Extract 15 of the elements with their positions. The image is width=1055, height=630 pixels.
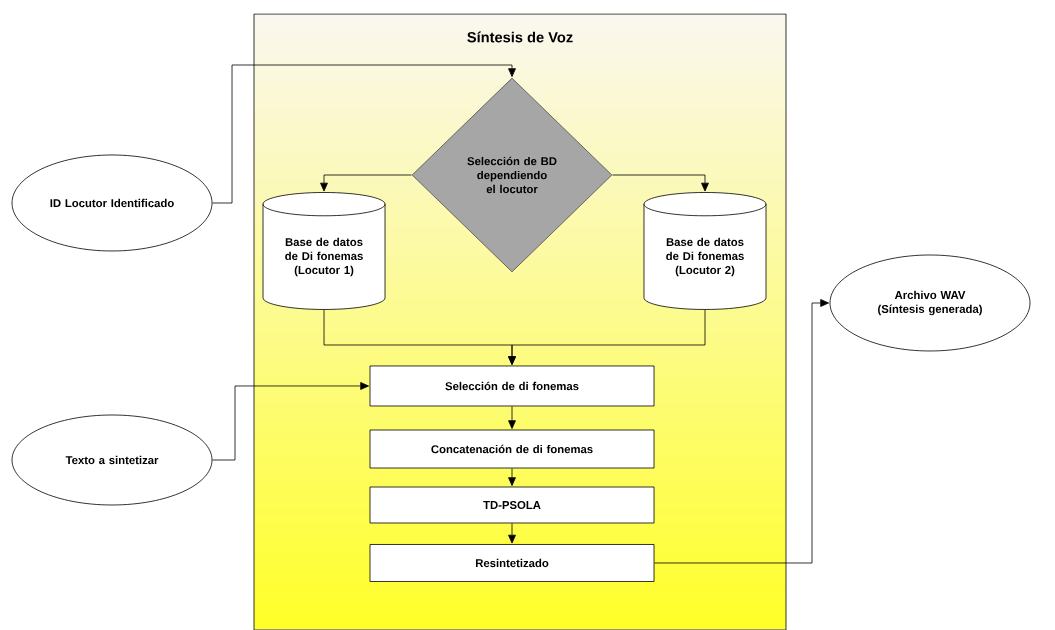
arrow [508,309,706,365]
database-cylinder: Base de datos de Di fonemas (Locutor 1) [262,192,386,310]
arrow [612,174,709,192]
process-box: Resintetizado [369,544,655,582]
arrow [320,174,412,192]
process-box: Concatenación de di fonemas [369,429,655,469]
arrow [508,523,516,544]
arrow [212,382,369,461]
arrow [212,64,516,204]
process-box: TD-PSOLA [369,486,655,524]
process-box: Selección de di fonemas [369,365,655,407]
arrow [508,406,516,429]
arrow [508,468,516,486]
database-cylinder: Base de datos de Di fonemas (Locutor 2) [643,192,767,310]
arrow [654,299,829,564]
